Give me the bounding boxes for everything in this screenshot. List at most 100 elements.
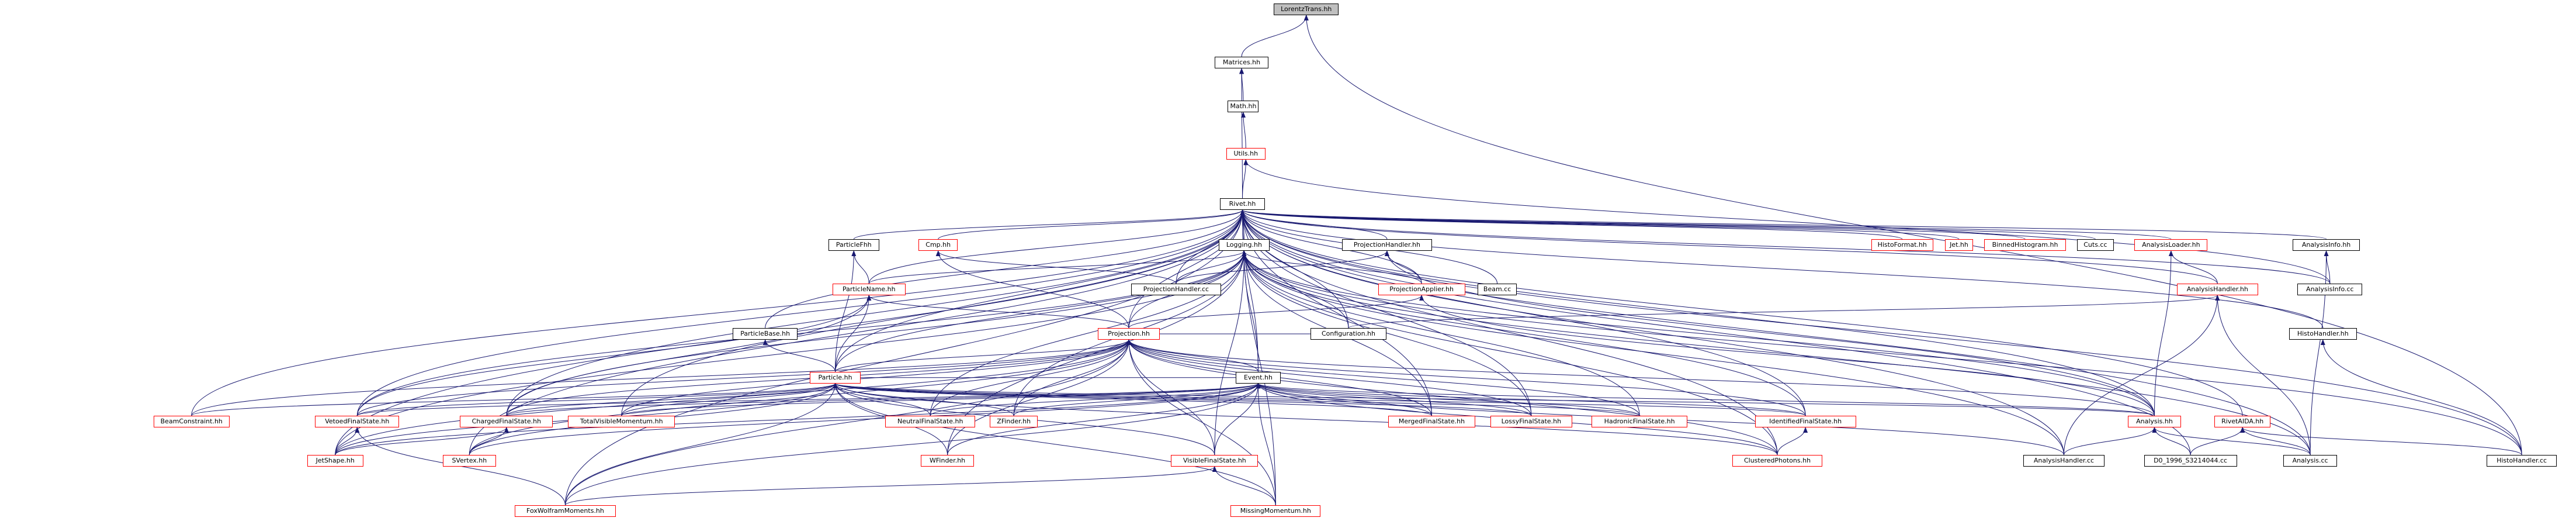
node-rivetaida[interactable]: RivetAIDA.hh xyxy=(2214,416,2271,428)
node-histoformat[interactable]: HistoFormat.hh xyxy=(1871,239,1933,251)
node-projhandler[interactable]: ProjectionHandler.hh xyxy=(1341,239,1432,251)
edge-histohandlercc-to-rivet xyxy=(1240,209,2522,456)
edge-vetoedfs-to-particle xyxy=(356,382,838,416)
edge-foxwolfram-to-particle xyxy=(564,382,838,506)
edge-identifiedfs-to-logging xyxy=(1242,250,1806,416)
edge-missingmomentum-to-visiblefs xyxy=(1212,466,1276,506)
node-projapplier[interactable]: ProjectionApplier.hh xyxy=(1378,284,1465,296)
node-vetoedfs[interactable]: VetoedFinalState.hh xyxy=(315,416,400,428)
edge-vetoedfs-to-particlename xyxy=(356,295,872,416)
edge-foxwolfram-to-projection xyxy=(564,339,1132,506)
edge-hadronicfs-to-projection xyxy=(1126,339,1640,416)
node-analysisinfohh[interactable]: AnalysisInfo.hh xyxy=(2292,239,2360,251)
node-beamconstraint[interactable]: BeamConstraint.hh xyxy=(153,416,230,428)
node-particlefhh[interactable]: ParticleFhh xyxy=(828,239,879,251)
node-particle[interactable]: Particle.hh xyxy=(810,371,861,384)
node-analysiscc[interactable]: Analysis.cc xyxy=(2283,455,2337,467)
node-zfinder[interactable]: ZFinder.hh xyxy=(990,416,1038,428)
edge-particle-to-particlebase xyxy=(762,339,836,372)
edge-vetoedfs-to-logging xyxy=(356,250,1247,416)
edge-analysishh-to-logging xyxy=(1242,250,2155,416)
edge-analysiscc-to-logging xyxy=(1242,250,2311,456)
edge-hadronicfs-to-particle xyxy=(833,382,1640,416)
edge-analysishandlercc-to-analysishandlerhh xyxy=(2063,295,2220,456)
edge-jetshape-to-vetoedfs xyxy=(335,427,360,456)
edge-identifiedfs-to-event xyxy=(1256,382,1806,416)
node-projhandlercc[interactable]: ProjectionHandler.cc xyxy=(1131,284,1221,296)
edge-projection-to-cmp xyxy=(935,250,1129,329)
edge-analysiscc-to-analysishh xyxy=(2152,427,2311,456)
node-histohandlercc[interactable]: HistoHandler.cc xyxy=(2486,455,2557,467)
node-d0[interactable]: D0_1996_S3214044.cc xyxy=(2144,455,2237,467)
node-totalvisible[interactable]: TotalVisibleMomentum.hh xyxy=(568,416,675,428)
node-mergedfs[interactable]: MergedFinalState.hh xyxy=(1388,416,1476,428)
edge-histohandlerhh-to-rivet xyxy=(1240,209,2324,329)
node-svertex[interactable]: SVertex.hh xyxy=(442,455,497,467)
node-missingmomentum[interactable]: MissingMomentum.hh xyxy=(1230,505,1321,517)
node-cuts[interactable]: Cuts.cc xyxy=(2077,239,2114,251)
node-particlebase[interactable]: ParticleBase.hh xyxy=(733,328,798,340)
node-analysisinfocc[interactable]: AnalysisInfo.cc xyxy=(2297,284,2363,296)
edge-histohandlercc-to-histohandlerhh xyxy=(2320,339,2522,456)
edge-particle-to-particlefhh xyxy=(835,250,857,372)
node-configuration[interactable]: Configuration.hh xyxy=(1310,328,1386,340)
node-foxwolfram[interactable]: FoxWolframMoments.hh xyxy=(514,505,616,517)
node-analysishandlercc[interactable]: AnalysisHandler.cc xyxy=(2023,455,2105,467)
node-particlename[interactable]: ParticleName.hh xyxy=(832,284,906,296)
edge-cuts-to-rivet xyxy=(1240,209,2096,240)
edge-projection-to-rivet xyxy=(1128,209,1245,329)
node-logging[interactable]: Logging.hh xyxy=(1219,239,1270,251)
node-analysisloader[interactable]: AnalysisLoader.hh xyxy=(2134,239,2208,251)
edge-visiblefs-to-event xyxy=(1214,382,1261,456)
node-neutralfs[interactable]: NeutralFinalState.hh xyxy=(885,416,976,428)
node-visiblefs[interactable]: VisibleFinalState.hh xyxy=(1171,455,1258,467)
node-lorentz[interactable]: LorentzTrans.hh xyxy=(1274,4,1339,15)
node-clusteredphotons[interactable]: ClusteredPhotons.hh xyxy=(1732,455,1823,467)
edge-analysishandlerhh-to-analysisloader xyxy=(2168,250,2218,284)
node-projection[interactable]: Projection.hh xyxy=(1098,328,1160,340)
node-cmp[interactable]: Cmp.hh xyxy=(918,239,958,251)
edge-jetshape-to-chargedfs xyxy=(335,427,509,456)
edge-missingmomentum-to-event xyxy=(1256,382,1276,506)
node-beamcc[interactable]: Beam.cc xyxy=(1477,284,1517,296)
node-lossyfs[interactable]: LossyFinalState.hh xyxy=(1490,416,1572,428)
edge-zfinder-to-event xyxy=(1013,382,1261,416)
node-hadronicfs[interactable]: HadronicFinalState.hh xyxy=(1592,416,1687,428)
edge-projhandlercc-to-logging xyxy=(1176,250,1247,284)
edge-matrices-to-lorentz xyxy=(1241,15,1309,57)
node-chargedfs[interactable]: ChargedFinalState.hh xyxy=(460,416,553,428)
node-jet[interactable]: Jet.hh xyxy=(1944,239,1974,251)
node-jetshape[interactable]: JetShape.hh xyxy=(307,455,363,467)
edge-analysishh-to-particle xyxy=(833,382,2155,416)
edge-lossyfs-to-event xyxy=(1256,382,1532,416)
node-math[interactable]: Math.hh xyxy=(1228,101,1259,113)
edge-neutralfs-to-logging xyxy=(930,250,1247,416)
edge-configuration-to-analysishandlerhh xyxy=(1348,295,2220,329)
edge-clusteredphotons-to-logging xyxy=(1242,250,1778,456)
edge-projapplier-to-projhandler xyxy=(1384,250,1422,284)
node-rivet[interactable]: Rivet.hh xyxy=(1220,198,1266,211)
edge-analysiscc-to-analysisinfohh xyxy=(2310,250,2329,456)
edge-particlebase-to-rivet xyxy=(765,209,1245,329)
node-matrices[interactable]: Matrices.hh xyxy=(1215,57,1268,69)
node-wfinder[interactable]: WFinder.hh xyxy=(920,455,975,467)
edge-hadronicfs-to-event xyxy=(1256,382,1640,416)
node-histohandlerhh[interactable]: HistoHandler.hh xyxy=(2289,328,2357,340)
edge-identifiedfs-to-particle xyxy=(833,382,1806,416)
edge-projection-to-projapplier xyxy=(1128,295,1424,329)
node-identifiedfs[interactable]: IdentifiedFinalState.hh xyxy=(1755,416,1856,428)
edge-histohandlercc-to-logging xyxy=(1242,250,2522,456)
edge-analysisloader-to-rivet xyxy=(1240,209,2172,240)
node-binnedhisto[interactable]: BinnedHistogram.hh xyxy=(1984,239,2066,251)
edge-identifiedfs-to-projection xyxy=(1126,339,1806,416)
edge-wfinder-to-projection xyxy=(947,339,1132,456)
edge-configuration-to-logging xyxy=(1242,250,1349,329)
node-utils[interactable]: Utils.hh xyxy=(1226,148,1266,160)
edge-foxwolfram-to-event xyxy=(564,382,1261,506)
edge-analysiscc-to-analysishandlerhh xyxy=(2215,295,2311,456)
edge-projapplier-to-logging xyxy=(1242,250,1422,284)
edge-binnedhisto-to-rivet xyxy=(1240,209,2026,240)
node-analysishh[interactable]: Analysis.hh xyxy=(2127,416,2182,428)
node-event[interactable]: Event.hh xyxy=(1235,371,1281,384)
node-analysishandlerhh[interactable]: AnalysisHandler.hh xyxy=(2176,284,2259,296)
